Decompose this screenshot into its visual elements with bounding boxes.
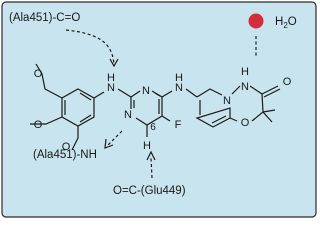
pyridine-ring [195,88,231,128]
lactam-hydrogen: H [241,66,249,78]
nh-linker-1-n: N [107,82,115,94]
methoxy-bottom-oxygen: O [62,141,71,153]
water-label-o: O [288,16,297,28]
position-6-label: 6 [150,122,156,133]
atom-labels: O O O N H N N F 6 H N H N N H O O [34,66,292,153]
methoxy-middle-oxygen: O [34,119,43,131]
oxazinone-ring [229,85,264,122]
hbond-arrows [65,29,257,179]
pyrimidine-double-bonds [133,92,161,114]
methoxy-top-oxygen: O [34,68,43,80]
water-label-subscript: 2 [283,21,288,30]
ring-oxygen: O [241,117,250,129]
water-label: H2O [275,16,297,30]
water-label-h: H [275,16,283,28]
ala451-carbonyl-label: (Ala451)-C=O [9,12,80,24]
nh-pyridine-bond [185,88,198,98]
carbonyl-oxygen: O [283,76,292,88]
pyridine-nitrogen: N [223,95,231,107]
lactam-nitrogen: N [241,81,249,93]
hbond-ala451-co-arrowhead [109,58,119,68]
pyrimidine-nh-bond [161,90,173,98]
ala451-nh-label: (Ala451)-NH [33,149,97,161]
hbond-glu449-arrow [150,157,153,179]
phenyl-ring-double-bonds [64,92,92,123]
nh-linker-2-h: H [175,72,183,84]
water-oxygen-dot [248,13,264,29]
nh-linker-2-n: N [175,82,183,94]
hbond-glu449-arrowhead [146,150,156,161]
methoxy-bottom-bond [71,126,79,151]
diagram-canvas: O O O N H N N F 6 H N H N N H O O (Ala45… [1,1,317,218]
nh-pyrimidine-bond [117,88,132,98]
phenyl-nh-bond [93,91,105,99]
hbond-ala451-nh-arrowhead [104,138,114,149]
pyrimidine-n-top: N [142,85,150,97]
hbond-ala451-co-arrow [65,29,115,65]
molecule-diagram: O O O N H N N F 6 H N H N N H O O (Ala45… [1,1,317,218]
c6-hydrogen: H [143,140,151,152]
bonds [30,63,281,151]
gem-dimethyl-bonds [262,109,276,123]
fluorine-atom: F [175,119,182,131]
nh-linker-1-h: H [107,72,115,84]
pyrimidine-n-bottom: N [124,109,132,121]
glu449-carbonyl-label: O=C-(Glu449) [113,185,186,197]
fluoro-bond [161,115,171,122]
methoxy-middle-bond [30,116,63,125]
methoxy-top-bond [35,63,63,99]
carbonyl-double-bond [261,85,281,98]
pyridine-double-bonds [199,100,227,124]
